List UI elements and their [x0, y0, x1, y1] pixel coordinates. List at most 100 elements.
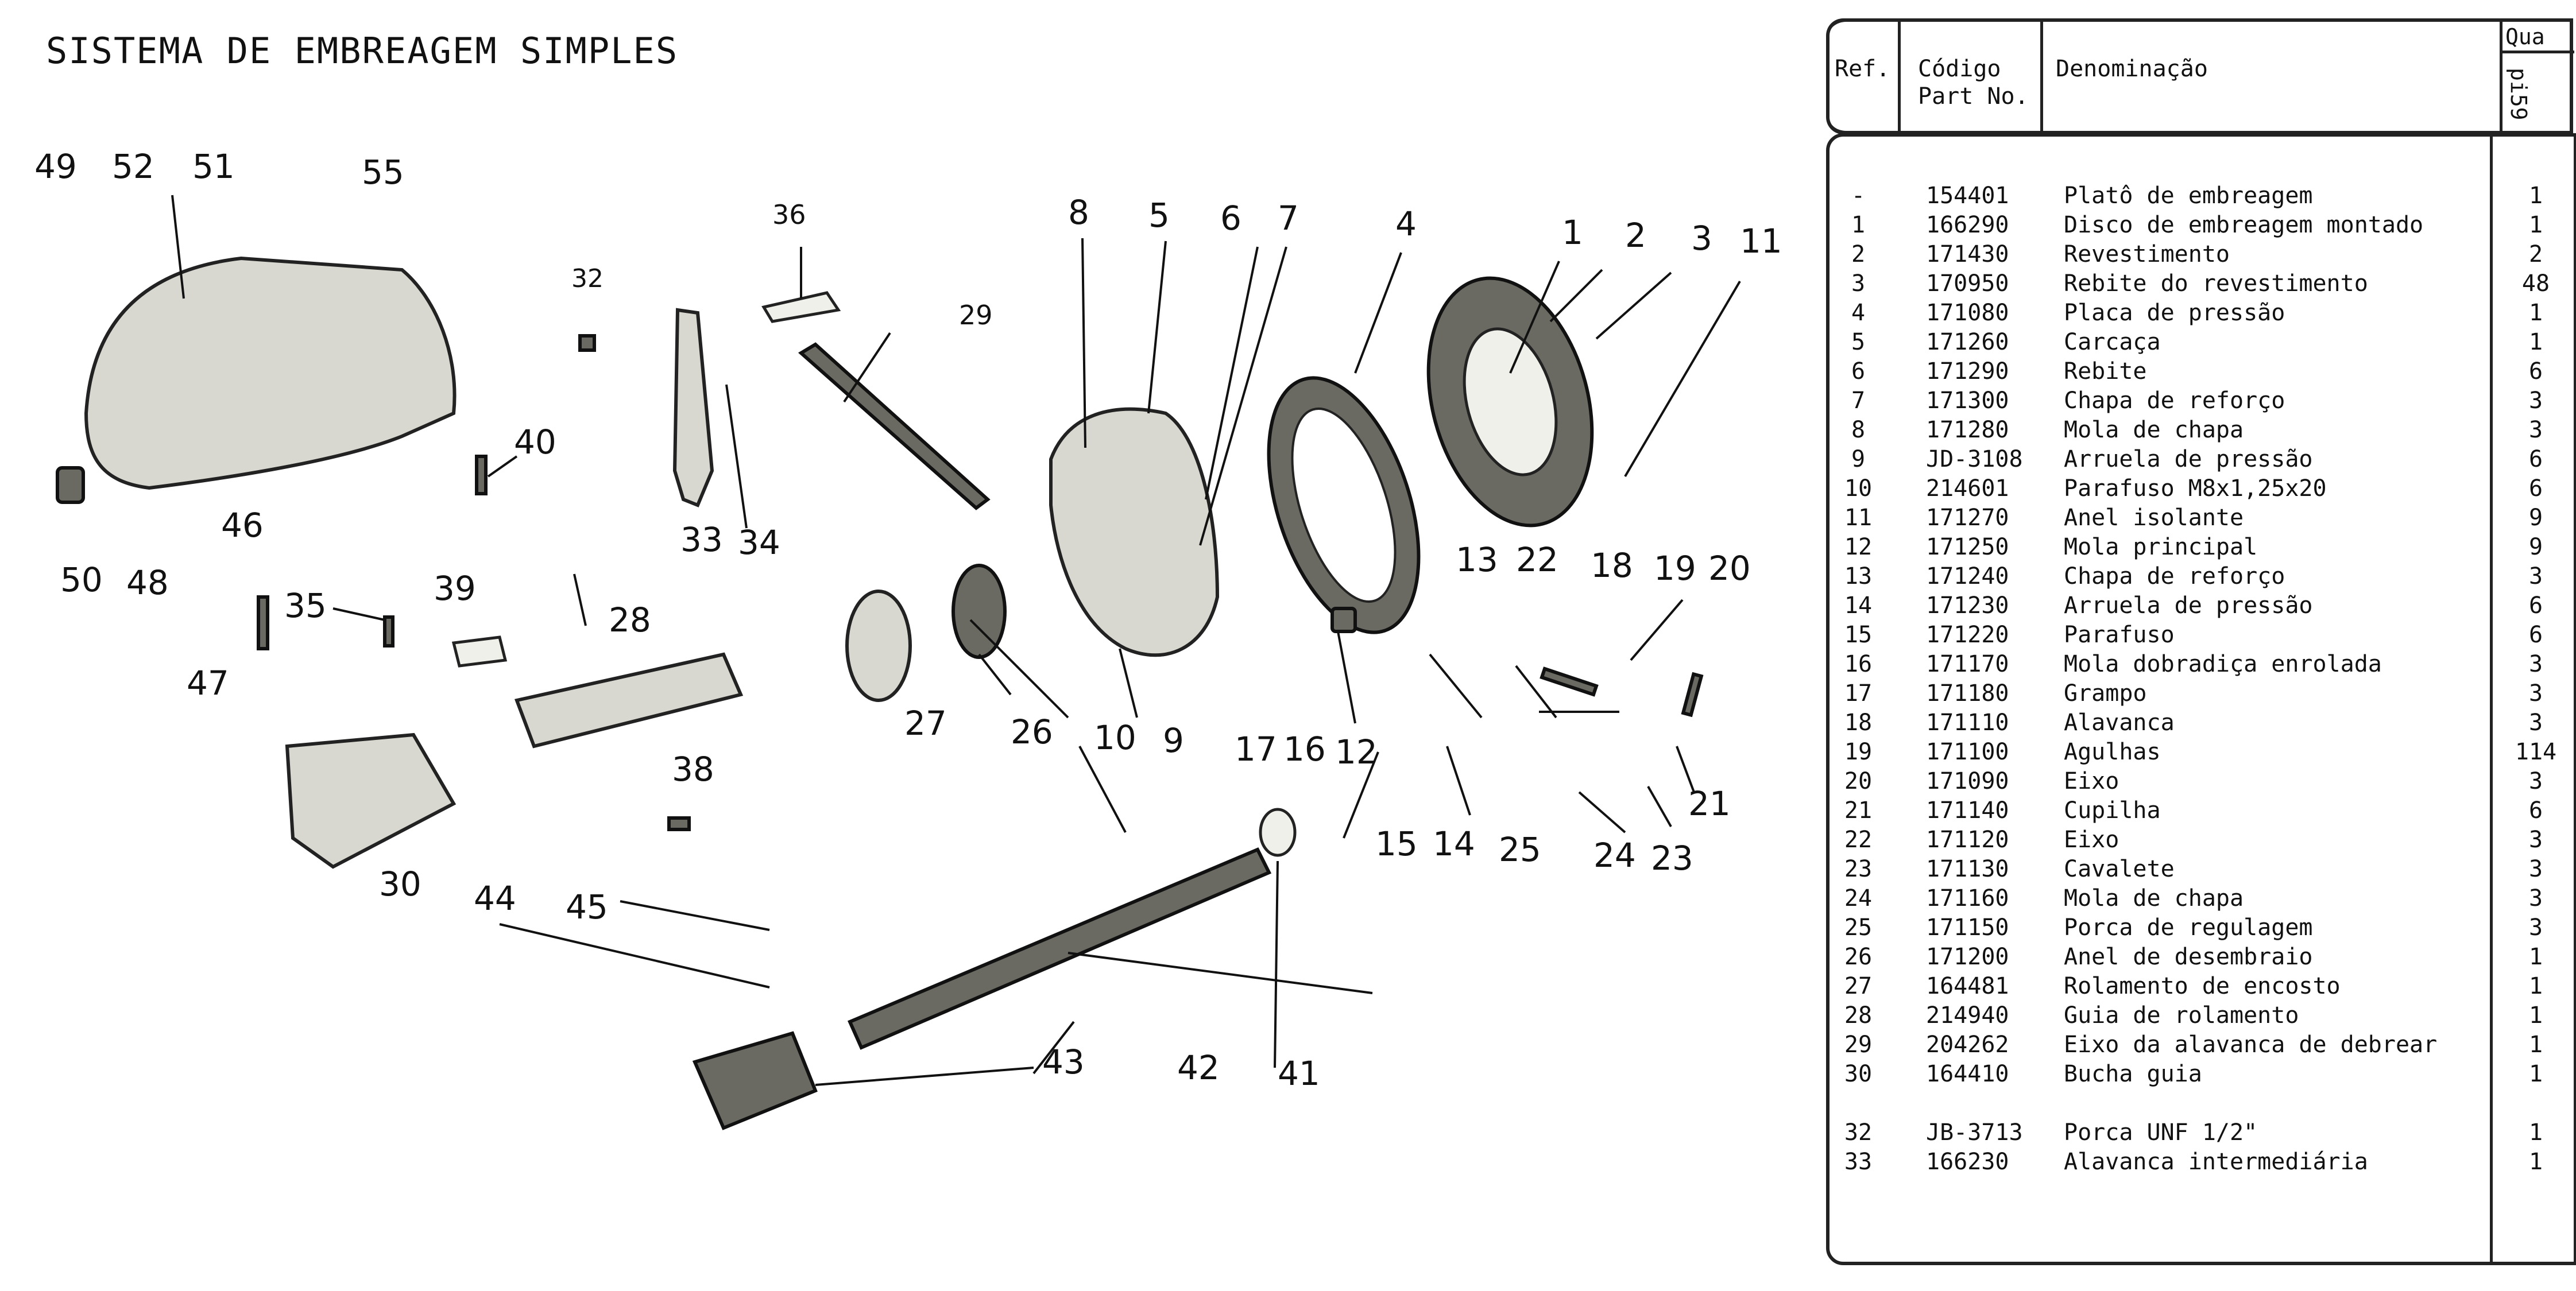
part-33-lever [672, 308, 714, 507]
cell-qty: 1 [2528, 973, 2543, 999]
callout: 1 [1562, 213, 1583, 252]
header-code: Código Part No. [1918, 55, 2029, 164]
part-39-plate [451, 635, 508, 668]
callout: 4 [1395, 204, 1417, 243]
cell-name: Anel de desembraio [2064, 944, 2313, 970]
cell-ref: 25 [1844, 914, 1873, 941]
cell-ref: 23 [1844, 856, 1873, 882]
cell-qty: 9 [2528, 534, 2543, 560]
part-20-axle [1681, 672, 1704, 718]
callout: 13 [1456, 540, 1498, 579]
cell-qty: 3 [2528, 651, 2543, 677]
callout: 28 [609, 600, 651, 639]
callout: 44 [474, 879, 516, 918]
part-43-sleeve [692, 1031, 818, 1130]
callout: 49 [34, 147, 77, 186]
callout: 19 [1654, 549, 1696, 588]
cell-qty: 1 [2528, 212, 2543, 238]
cell-name: Chapa de reforço [2064, 563, 2285, 590]
cell-name: Mola dobradiça enrolada [2064, 651, 2382, 677]
part-shapes [56, 256, 1704, 1130]
cell-ref: 24 [1844, 885, 1873, 912]
header-code-line1: Código [1918, 56, 2001, 82]
callout: 35 [284, 586, 327, 625]
part-41-ring [1259, 808, 1297, 857]
part-30-bushing [285, 732, 457, 869]
cell-ref: 12 [1844, 534, 1873, 560]
cell-ref: 30 [1844, 1061, 1873, 1087]
callout: 3 [1691, 219, 1712, 258]
header-qty: Qua [2505, 24, 2545, 49]
cell-name: Chapa de reforço [2064, 387, 2285, 414]
callout: 52 [112, 147, 154, 186]
callout: 38 [672, 750, 714, 789]
cell-qty: 1 [2528, 1061, 2543, 1087]
cell-name: Arruela de pressão [2064, 446, 2313, 472]
cell-code: 171150 [1926, 914, 2009, 941]
callout: 12 [1335, 732, 1378, 772]
cell-qty: 3 [2528, 827, 2543, 853]
part-36-bolt [761, 291, 841, 323]
callout: 24 [1593, 836, 1636, 875]
part-42-shaft [848, 847, 1272, 1050]
cell-qty: 6 [2528, 592, 2543, 619]
callout: 6 [1220, 199, 1241, 238]
callout: 2 [1625, 216, 1646, 255]
cell-code: 170950 [1926, 270, 2009, 297]
cell-name: Placa de pressão [2064, 300, 2285, 326]
callout: 41 [1278, 1054, 1320, 1093]
part-18-lever [1540, 666, 1599, 697]
cell-ref: 10 [1844, 475, 1873, 502]
cell-code: 171270 [1926, 505, 2009, 531]
part-28-guide [514, 652, 744, 749]
cell-name: Rolamento de encosto [2064, 973, 2341, 999]
cell-code: 214940 [1926, 1002, 2009, 1029]
cell-name: Mola de chapa [2064, 417, 2244, 443]
cell-code: 171110 [1926, 710, 2009, 736]
cell-name: Rebite [2064, 358, 2147, 385]
cell-ref: 13 [1844, 563, 1873, 590]
cell-ref: 11 [1844, 505, 1873, 531]
callout: 43 [1042, 1042, 1085, 1081]
cell-qty: 1 [2528, 300, 2543, 326]
cell-ref: 15 [1844, 622, 1873, 648]
part-26-ring [952, 564, 1007, 659]
cell-qty: 2 [2528, 241, 2543, 267]
callout: 27 [904, 704, 947, 743]
cell-name: Mola de chapa [2064, 885, 2244, 912]
cell-name: Revestimento [2064, 241, 2230, 267]
cell-ref: 7 [1851, 387, 1866, 414]
cell-ref: 22 [1844, 827, 1873, 853]
callout: 32 [571, 264, 604, 293]
part-27-bearing [845, 590, 912, 702]
callout: 23 [1651, 839, 1693, 878]
cell-qty: 6 [2528, 475, 2543, 502]
cell-code: 164410 [1926, 1061, 2009, 1087]
header-qty-rotated: pi59 [2506, 68, 2531, 121]
header-ref: Ref. [1835, 56, 1890, 82]
cell-name: Eixo [2064, 768, 2119, 794]
part-50-block [56, 466, 85, 504]
cell-name: Disco de embreagem montado [2064, 212, 2424, 238]
cell-code: 171180 [1926, 680, 2009, 707]
cell-ref: 26 [1844, 944, 1873, 970]
cell-qty: 3 [2528, 387, 2543, 414]
cell-ref: 5 [1851, 329, 1866, 355]
callout: 17 [1235, 730, 1277, 769]
part-1-hub [1463, 327, 1558, 476]
cell-ref: 17 [1844, 680, 1873, 707]
callout: 5 [1148, 196, 1170, 235]
page-title: SISTEMA DE EMBREAGEM SIMPLES [46, 30, 679, 72]
callout: 45 [566, 887, 608, 926]
cell-ref: 16 [1844, 651, 1873, 677]
